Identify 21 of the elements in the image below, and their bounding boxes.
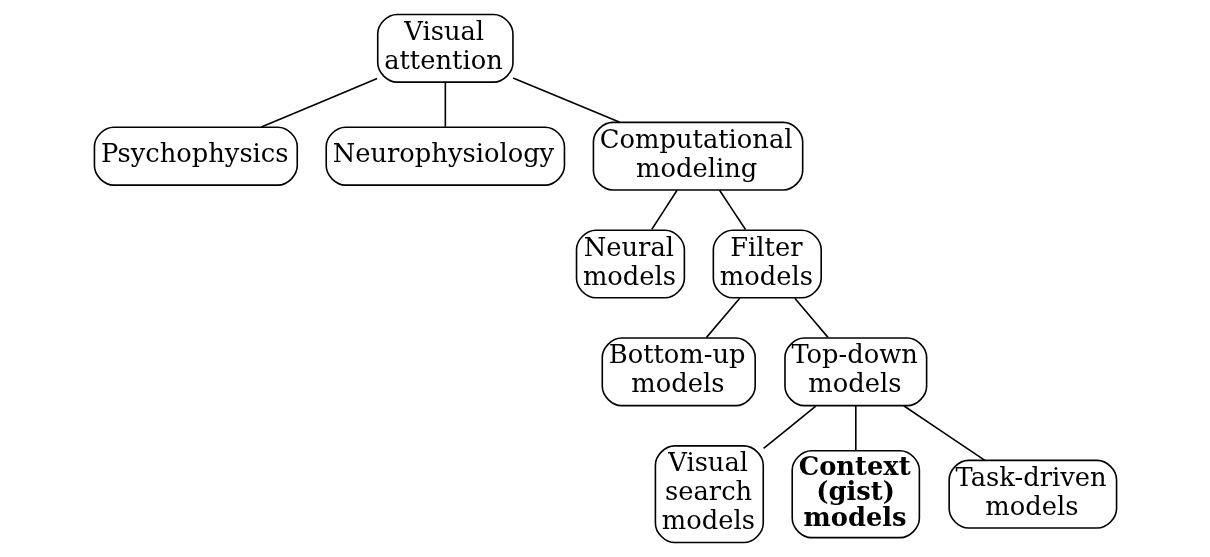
connector bbox=[718, 189, 746, 231]
connector bbox=[793, 297, 829, 339]
node-box: Neural models bbox=[575, 229, 685, 299]
node-box: Filter models bbox=[712, 229, 822, 299]
connector bbox=[854, 405, 857, 452]
connector bbox=[650, 189, 678, 231]
connector bbox=[762, 405, 817, 450]
node-box: Bottom-up models bbox=[600, 337, 756, 407]
connector bbox=[260, 77, 378, 128]
connector bbox=[902, 404, 986, 462]
node-box: Neurophysiology bbox=[324, 126, 565, 186]
connector bbox=[444, 81, 446, 128]
node-box: Context (gist) models bbox=[790, 449, 920, 539]
connector bbox=[705, 297, 741, 339]
node-box: Computational modeling bbox=[592, 121, 803, 191]
node-box: Visual search models bbox=[654, 445, 764, 544]
node-box: Psychophysics bbox=[93, 126, 298, 186]
node-box: Task-driven models bbox=[947, 459, 1117, 529]
node-box: Visual attention bbox=[376, 13, 514, 83]
connector bbox=[511, 77, 621, 123]
node-box: Top-down models bbox=[783, 337, 927, 407]
